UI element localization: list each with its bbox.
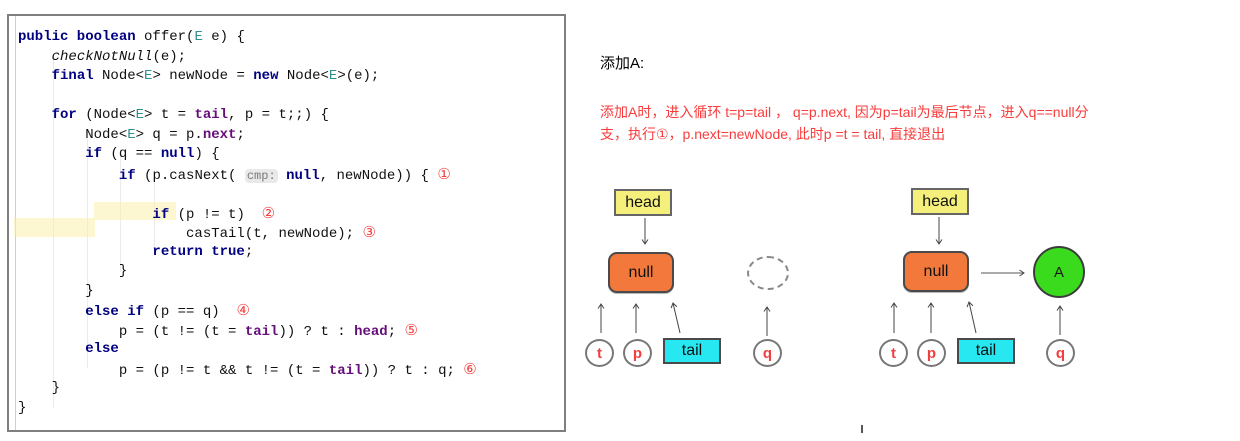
diagram-arrows bbox=[597, 218, 771, 336]
annotation-line-2: 支，执行①，p.next=newNode, 此时p =t = tail, 直接退… bbox=[600, 125, 946, 142]
code-line: if (q == null) { bbox=[85, 146, 220, 162]
code-line: Node<E> q = p.next; bbox=[18, 126, 245, 143]
highlight-band bbox=[94, 202, 176, 220]
arrow-tail-to-null bbox=[670, 302, 681, 334]
step-marker: ① bbox=[437, 164, 451, 183]
code-line: if (p != t) ② bbox=[152, 203, 276, 223]
code-text: public boolean offer(E e) { checkNotNull… bbox=[18, 28, 477, 418]
code-line: return true; bbox=[152, 243, 254, 260]
code-line bbox=[18, 87, 477, 107]
null-node: null bbox=[903, 251, 969, 292]
code-line: } bbox=[18, 263, 128, 279]
pointer-q: q bbox=[753, 339, 782, 367]
code-line: p = (p != t && t != (t = tail)) ? t : q;… bbox=[18, 359, 477, 379]
head-label: head bbox=[922, 192, 958, 210]
code-line: public boolean offer(E e) { bbox=[18, 29, 245, 45]
code-line: } bbox=[18, 399, 27, 416]
head-box: head bbox=[911, 188, 969, 215]
pointer-t: t bbox=[585, 339, 614, 367]
step-marker: ⑥ bbox=[463, 359, 477, 378]
code-line: final Node<E> newNode = new Node<E>(e); bbox=[51, 68, 380, 84]
code-line: casTail(t, newNode); ③ bbox=[18, 223, 376, 242]
code-line: else if (p == q) ④ bbox=[85, 301, 250, 320]
annotation-title: 添加A: bbox=[600, 55, 645, 72]
indent-guide bbox=[87, 130, 88, 368]
code-line: else bbox=[85, 341, 119, 357]
annotation-line-1: 添加A时，进入循环 t=p=tail ， q=p.next, 因为p=tail为… bbox=[600, 104, 1089, 120]
pointer-t: t bbox=[879, 339, 908, 367]
code-line bbox=[18, 184, 477, 204]
step-marker: ⑤ bbox=[404, 320, 418, 339]
diagram-arrows bbox=[890, 217, 1064, 335]
head-box: head bbox=[614, 189, 672, 216]
arrow-tail-to-null bbox=[966, 301, 977, 334]
code-line: } bbox=[18, 380, 61, 396]
step-marker: ③ bbox=[362, 223, 376, 241]
code-line: for (Node<E> t = tail, p = t;;) { bbox=[51, 107, 329, 123]
step-marker: ② bbox=[261, 203, 276, 222]
empty-node-dashed bbox=[747, 256, 789, 290]
diagram-after-add: head null A tail t p q bbox=[878, 182, 1093, 387]
code-line: p = (t != (t = tail)) ? t : head; ⑤ bbox=[18, 320, 418, 340]
diagram-before-add: head null tail t p q bbox=[583, 182, 798, 387]
pointer-q: q bbox=[1046, 339, 1075, 367]
step-marker: ④ bbox=[236, 301, 250, 319]
code-line: } bbox=[18, 282, 94, 299]
code-line: if (p.casNext( cmp: null, newNode)) { ① bbox=[118, 164, 451, 184]
pointer-p: p bbox=[917, 339, 946, 367]
new-node-A: A bbox=[1033, 246, 1085, 298]
parameter-hint-chip: cmp: bbox=[244, 168, 278, 183]
highlight-band bbox=[14, 218, 95, 237]
code-line: checkNotNull(e); bbox=[51, 48, 187, 65]
tail-box: tail bbox=[663, 338, 721, 364]
cursor-artifact bbox=[861, 425, 863, 433]
null-node: null bbox=[608, 252, 674, 293]
pointer-p: p bbox=[623, 339, 652, 367]
code-editor-panel: public boolean offer(E e) { checkNotNull… bbox=[7, 14, 566, 432]
tail-box: tail bbox=[957, 338, 1015, 364]
annotation-description: 添加A时，进入循环 t=p=tail ， q=p.next, 因为p=tail为… bbox=[600, 102, 1089, 145]
